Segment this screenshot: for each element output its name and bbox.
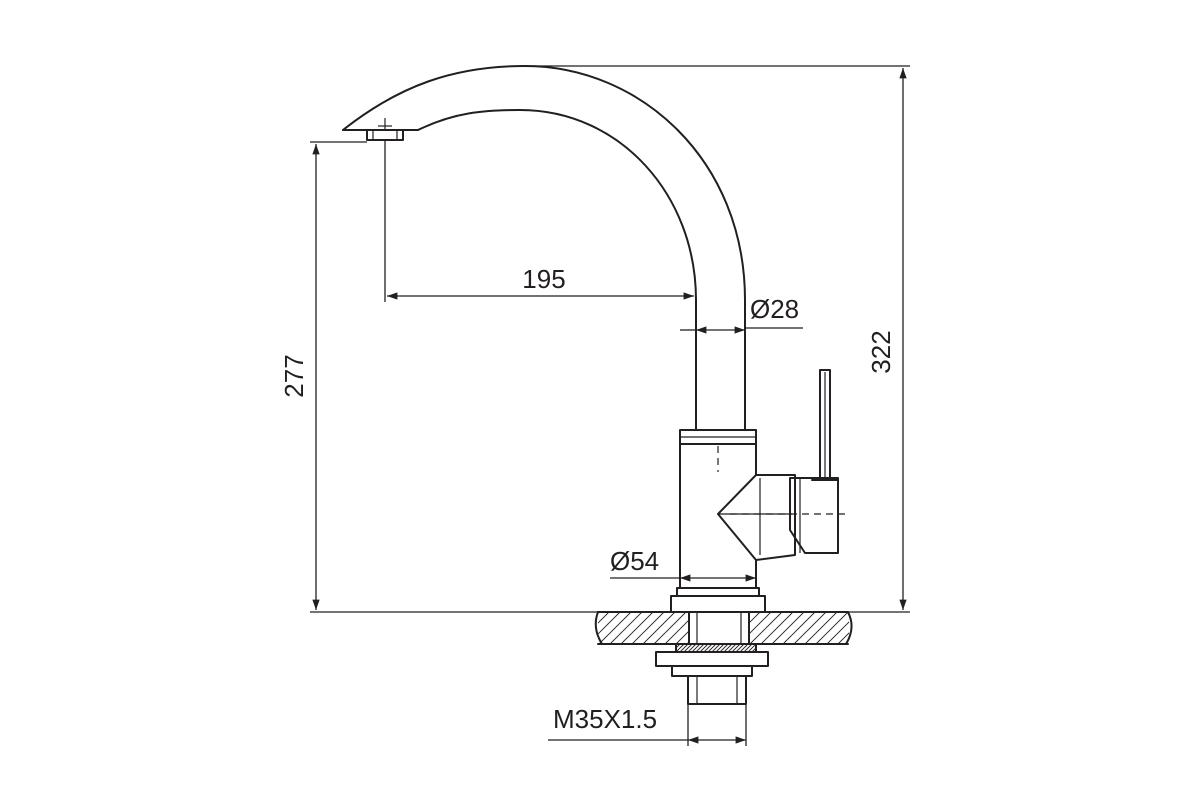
dimension-total-height: 322 [525,65,910,613]
hatch-line [695,643,705,652]
hatch-line [743,643,753,652]
hatch-line [620,612,654,644]
hatch-line [749,612,783,644]
hatch-line [598,612,632,644]
lever-handle [811,369,839,481]
hatch-line [815,612,849,644]
hatch-line [735,643,745,652]
faucet-body [670,429,848,613]
hatch-line [683,643,693,652]
hatch-line [598,612,610,624]
thread-size-label: M35X1.5 [553,704,657,734]
countertop-hatch-left [598,612,689,644]
hatch-line [711,643,721,652]
hatch-line [782,612,816,644]
hatch-line [609,612,643,644]
dimension-spout-reach: 195 [384,140,694,302]
aerator [366,118,404,141]
dimension-body-diameter: Ø54 [610,546,756,582]
dim-28-label: Ø28 [750,294,799,324]
hatch-line [664,619,689,644]
hatch-line [749,612,761,624]
hatch-line [747,643,756,652]
dim-277-label: 277 [279,354,309,397]
hatch-line [760,612,794,644]
hatch-line [793,612,827,644]
dimension-spout-height: 277 [279,141,598,613]
hatch-line [719,643,729,652]
hatch-line [723,643,733,652]
countertop-hatch-right [749,612,849,644]
hatch-line [631,612,665,644]
hatch-line [703,643,713,652]
hatch-line [837,632,849,644]
hatch-line [598,612,599,613]
hatch-line [676,643,681,649]
dim-195-label: 195 [522,264,565,294]
dim-54-label: Ø54 [610,546,659,576]
dimension-thread: M35X1.5 [548,704,747,746]
mounting-hardware [655,611,769,705]
hatch-line [691,643,701,652]
hatch-line [642,612,676,644]
hatch-line [804,612,838,644]
hatch-line [598,612,621,635]
hatch-line [707,643,717,652]
countertop-section [594,611,853,645]
hatch-line [731,643,741,652]
dim-322-label: 322 [866,330,896,373]
hatch-line [653,612,687,644]
hatch-line [739,643,749,652]
hatch-line [687,643,697,652]
hatch-line [826,621,849,644]
hatch-line [699,643,709,652]
hatch-line [749,612,772,635]
hatch-line [675,630,689,644]
hatch-line [771,612,805,644]
hatch-line [727,643,737,652]
hatch-line [715,643,725,652]
hatch-line [749,612,750,613]
hatch-line [676,643,685,652]
spout [342,65,746,431]
dimension-spout-diameter: Ø28 [680,294,803,334]
hatch-line [676,644,677,645]
hatch-line [751,647,756,652]
hatch-line [679,643,689,652]
hatch-line [686,641,689,644]
